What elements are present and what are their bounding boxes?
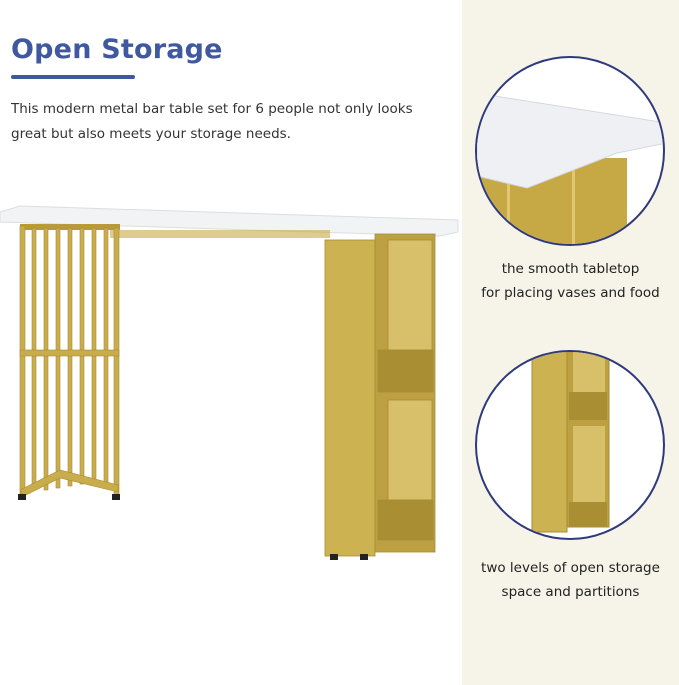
tabletop-detail-circle — [475, 56, 665, 246]
page-title: Open Storage — [11, 34, 223, 65]
storage-detail-circle — [475, 350, 665, 540]
title-underline — [11, 75, 135, 79]
callout-2-line-2: space and partitions — [501, 584, 640, 600]
callout-2-line-1: two levels of open storage — [481, 560, 660, 576]
bar-table-image — [0, 205, 459, 560]
callout-1-line-2: for placing vases and food — [481, 285, 660, 301]
callout-1-line-1: the smooth tabletop — [501, 261, 640, 277]
description-line-1: This modern metal bar table set for 6 pe… — [11, 101, 413, 117]
description-line-2: great but also meets your storage needs. — [11, 126, 291, 142]
